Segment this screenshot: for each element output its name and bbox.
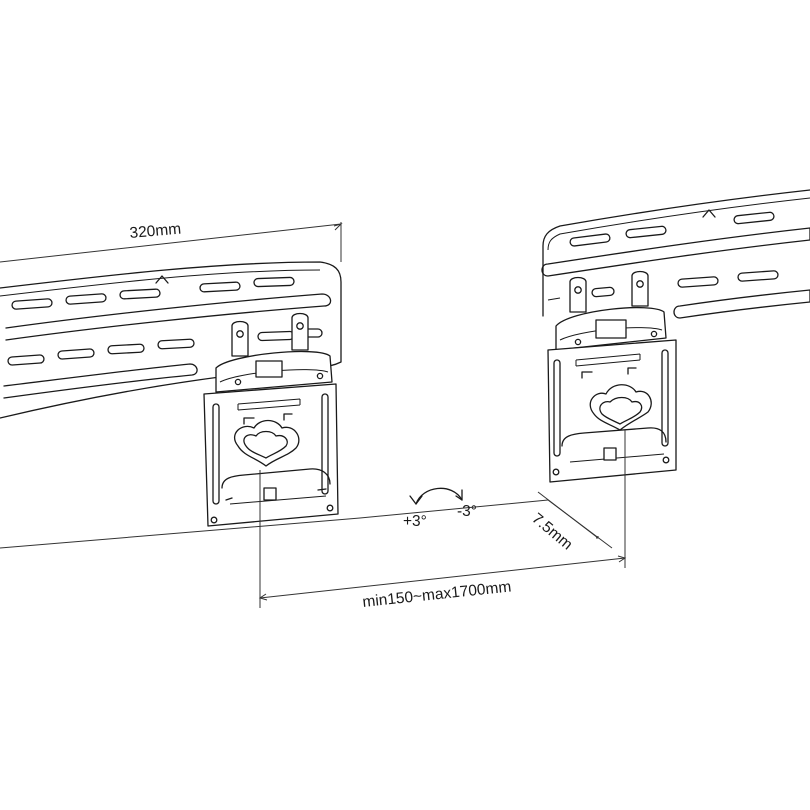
tilt-arc <box>409 487 463 505</box>
width-dimension <box>0 222 343 263</box>
right-bracket <box>547 270 677 483</box>
distance-dimension <box>258 430 627 608</box>
left-bracket <box>203 312 339 527</box>
tilt-plus-label: +3° <box>403 513 427 530</box>
distance-label: min150~max1700mm <box>362 578 512 611</box>
tilt-minus-label: -3° <box>457 503 477 520</box>
offset-dimension <box>537 491 613 549</box>
left-mounting-rail <box>0 261 342 419</box>
bottom-edge-line <box>0 499 549 549</box>
right-mounting-rail <box>541 189 810 319</box>
offset-label: 7.5mm <box>528 510 575 553</box>
width-label: 320mm <box>129 221 182 242</box>
